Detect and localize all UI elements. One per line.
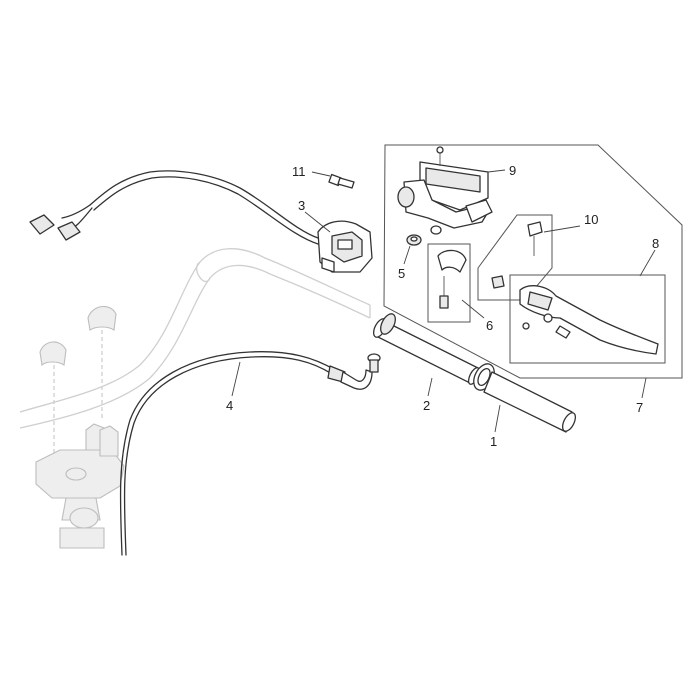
bolt-11 [328, 173, 355, 189]
pivot-bolt-10 [491, 221, 543, 289]
ghost-clamps [39, 306, 117, 455]
clamp-6 [437, 249, 467, 309]
callout-3: 3 [298, 198, 305, 213]
callout-4: 4 [226, 398, 233, 413]
ghost-handlebar [19, 248, 371, 429]
leader-lines [231, 169, 656, 433]
washer-5 [406, 234, 422, 246]
ghost-steering-mount [35, 423, 125, 549]
callout-10: 10 [584, 212, 598, 227]
callout-1: 1 [490, 434, 497, 449]
callout-2: 2 [423, 398, 430, 413]
throttle-tube [473, 363, 577, 433]
callout-9: 9 [509, 163, 516, 178]
callout-8: 8 [652, 236, 659, 251]
callout-labels: 1 2 3 4 5 6 7 8 9 10 11 [226, 163, 659, 449]
clamp-sub-box [427, 243, 471, 323]
throttle-cable [119, 351, 381, 556]
callout-11: 11 [292, 164, 306, 179]
callout-5: 5 [398, 266, 405, 281]
left-grip [372, 313, 481, 385]
master-cylinder-assembly-box [383, 144, 683, 379]
brake-lever-8 [519, 285, 659, 355]
lever-sub-box [509, 274, 666, 364]
master-cylinder [397, 146, 493, 235]
callout-7: 7 [636, 400, 643, 415]
wiring-harness [29, 170, 319, 245]
reservoir-sub-box [477, 214, 553, 301]
callout-6: 6 [486, 318, 493, 333]
